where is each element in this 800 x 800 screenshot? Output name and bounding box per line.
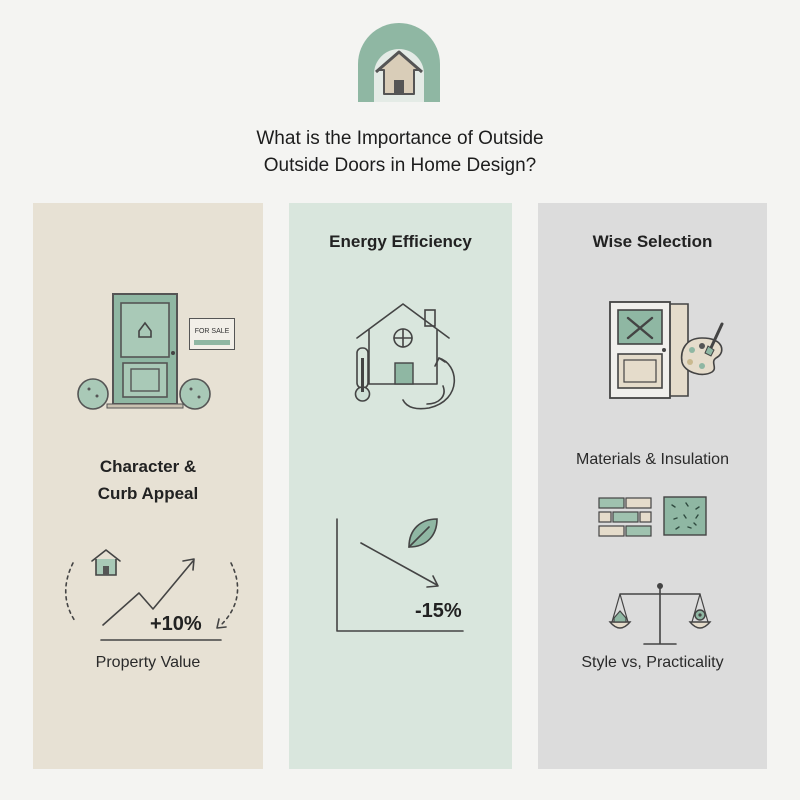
column-wise-selection: Wise Selection Materials & Insulation [538,203,767,769]
front-door-icon [77,293,211,410]
materials-insulation-label: Materials & Insulation [576,451,729,468]
paint-palette-icon [680,322,724,376]
balance-scale-icon [608,583,712,645]
house-icon [91,549,121,576]
style-practicality-label: Style vs, Practicality [581,654,724,671]
trend-up-arrow-icon [64,558,239,641]
house-thermometer-icon [354,303,456,410]
leaf-icon [408,518,438,548]
property-value-label: Property Value [95,654,201,671]
door-tools-icon [609,301,689,399]
property-value-stat: +10% [150,613,202,635]
column-1-heading: Character & Curb Appeal [97,457,199,503]
page-title: What is the Importance of Outside Outsid… [256,128,544,176]
insulation-icon [663,496,707,536]
for-sale-sign-icon: FOR SALE [189,318,235,350]
column-energy-efficiency: Energy Efficiency -15% [289,203,512,769]
brick-icon [598,497,652,537]
column-character-curb-appeal: FOR SALE Character & Curb Appeal +10% Pr… [33,203,263,769]
trend-down-arrow-icon [336,518,464,632]
energy-savings-stat: -15% [415,600,462,622]
for-sale-sign-text: FOR SALE [194,328,230,335]
column-3-heading: Wise Selection [592,232,713,251]
column-2-heading: Energy Efficiency [329,232,472,251]
house-arch-icon [358,23,440,102]
